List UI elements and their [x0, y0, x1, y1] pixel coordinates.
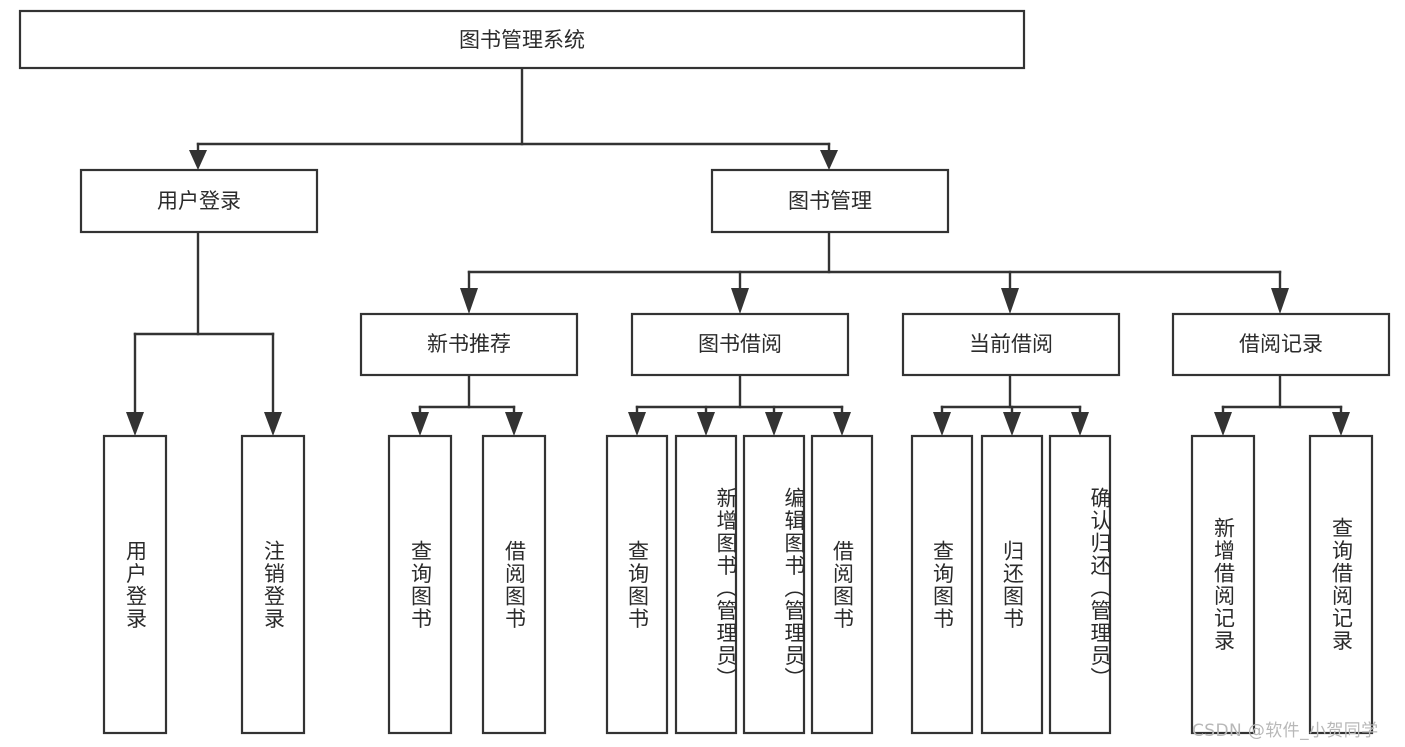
connector-group-root-to-level2	[189, 66, 838, 170]
arrow-head-leaf-query-book-3	[933, 412, 951, 436]
arrow-head-leaf-borrow-book-1	[505, 412, 523, 436]
connector-group-book-management-to-level3	[460, 230, 1289, 314]
arrow-head-leaf-query-borrow-record	[1332, 412, 1350, 436]
node-root-box[interactable]	[18, 9, 1026, 70]
arrow-head-borrow-record	[1271, 288, 1289, 314]
node-leaf-user-logout-box[interactable]	[240, 434, 306, 735]
csdn-watermark: CSDN @软件_小贺同学	[1192, 721, 1379, 741]
arrow-head-leaf-query-book-2	[628, 412, 646, 436]
arrow-head-leaf-user-logout	[264, 412, 282, 436]
arrow-head-to-book-management	[820, 150, 838, 170]
node-book-management-box[interactable]	[710, 168, 950, 234]
node-book-borrow[interactable]: 图书借阅	[630, 312, 850, 377]
arrow-head-leaf-add-book-admin	[697, 412, 715, 436]
node-current-borrow-label: 当前借阅	[969, 332, 1053, 356]
node-new-book-recommend[interactable]: 新书推荐	[359, 312, 579, 377]
arrow-head-leaf-return-book	[1003, 412, 1021, 436]
node-leaf-query-book-3-box[interactable]	[910, 434, 974, 735]
connector-group-user-login-to-leaves	[126, 230, 282, 436]
node-leaf-borrow-book-2-box[interactable]	[810, 434, 874, 735]
node-book-borrow-box[interactable]	[630, 312, 850, 377]
node-root[interactable]: 图书管理系统	[18, 9, 1026, 70]
node-borrow-record-box[interactable]	[1171, 312, 1391, 377]
node-root-label: 图书管理系统	[459, 28, 585, 52]
node-leaf-edit-book-admin-box[interactable]	[742, 434, 806, 735]
arrow-head-leaf-add-borrow-record	[1214, 412, 1232, 436]
arrow-head-leaf-confirm-return-admin	[1071, 412, 1089, 436]
leaf-boxes	[102, 434, 1374, 735]
connector-group-current-borrow-to-leaves	[933, 373, 1089, 436]
arrow-head-new-book-recommend	[460, 288, 478, 314]
node-new-book-recommend-label: 新书推荐	[427, 332, 511, 356]
node-leaf-query-book-1-box[interactable]	[387, 434, 453, 735]
node-borrow-record-label: 借阅记录	[1239, 332, 1323, 356]
node-leaf-return-book-box[interactable]	[980, 434, 1044, 735]
connector-group-book-borrow-to-leaves	[628, 373, 851, 436]
arrow-head-book-borrow	[731, 288, 749, 314]
node-leaf-add-borrow-record-box[interactable]	[1190, 434, 1256, 735]
node-leaf-confirm-return-admin-box[interactable]	[1048, 434, 1112, 735]
node-new-book-recommend-box[interactable]	[359, 312, 579, 377]
arrow-head-to-user-login	[189, 150, 207, 170]
node-leaf-query-borrow-record-box[interactable]	[1308, 434, 1374, 735]
node-leaf-query-book-2-box[interactable]	[605, 434, 669, 735]
node-book-management-label: 图书管理	[788, 189, 872, 213]
connector-group-new-book-recommend-to-leaves	[411, 373, 523, 436]
arrow-head-leaf-edit-book-admin	[765, 412, 783, 436]
arrow-head-leaf-user-login	[126, 412, 144, 436]
node-user-login-label: 用户登录	[157, 189, 241, 213]
arrow-head-leaf-borrow-book-2	[833, 412, 851, 436]
node-user-login[interactable]: 用户登录	[79, 168, 319, 234]
arrow-head-current-borrow	[1001, 288, 1019, 314]
node-borrow-record[interactable]: 借阅记录	[1171, 312, 1391, 377]
node-book-borrow-label: 图书借阅	[698, 332, 782, 356]
node-leaf-borrow-book-1-box[interactable]	[481, 434, 547, 735]
node-book-management[interactable]: 图书管理	[710, 168, 950, 234]
node-user-login-box[interactable]	[79, 168, 319, 234]
node-leaf-user-login-box[interactable]	[102, 434, 168, 735]
node-leaf-add-book-admin-box[interactable]	[674, 434, 738, 735]
node-current-borrow-box[interactable]	[901, 312, 1121, 377]
connector-group-borrow-record-to-leaves	[1214, 373, 1350, 436]
arrow-head-leaf-query-book-1	[411, 412, 429, 436]
node-current-borrow[interactable]: 当前借阅	[901, 312, 1121, 377]
